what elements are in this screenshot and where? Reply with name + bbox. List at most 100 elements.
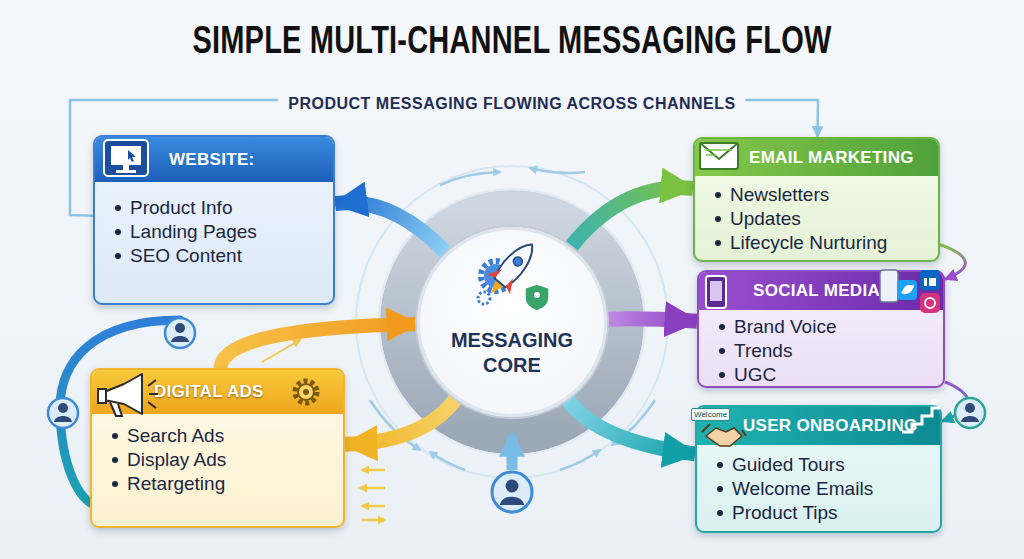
bullet-dot xyxy=(719,372,725,378)
channel-card: WEBSITE: Product InfoLanding PagesSEO Con… xyxy=(93,135,335,305)
bullet-text: Product Info xyxy=(130,197,232,219)
bullet-dot xyxy=(719,348,725,354)
rocket-icon xyxy=(478,235,549,311)
bullet-item: Welcome Emails xyxy=(717,477,940,501)
flow-arrow xyxy=(507,436,518,470)
flow-connector xyxy=(607,319,697,321)
bullet-dot xyxy=(115,205,121,211)
flow-arrow xyxy=(362,519,385,522)
monitor-icon xyxy=(104,140,148,176)
flow-connector xyxy=(221,324,418,368)
user-icon xyxy=(165,318,195,348)
bullet-text: Product Tips xyxy=(732,502,838,524)
bullet-text: Newsletters xyxy=(730,184,829,206)
bullet-dot xyxy=(112,433,118,439)
bullet-item: Landing Pages xyxy=(115,220,333,244)
bullet-text: Landing Pages xyxy=(130,221,257,243)
card-title: DIGITAL ADS xyxy=(154,382,264,402)
flow-connector xyxy=(571,188,693,247)
bullet-item: SEO Content xyxy=(115,244,333,268)
bullet-text: Brand Voice xyxy=(734,316,836,338)
channel-card: DIGITAL ADS Search AdsDisplay AdsRetarget… xyxy=(90,368,345,528)
bullet-text: Display Ads xyxy=(127,449,226,471)
bullet-dot xyxy=(715,240,721,246)
bullet-dot xyxy=(112,457,118,463)
bullet-text: Retargeting xyxy=(127,473,225,495)
bullet-text: Trends xyxy=(734,340,792,362)
card-title: USER ONBOARDING xyxy=(743,416,918,436)
bullet-text: Search Ads xyxy=(127,425,224,447)
channel-card: EMAIL MARKETING NewslettersUpdatesLifecyc… xyxy=(693,137,940,262)
connector-label: PRODUCT MESSAGING FLOWING ACROSS CHANNEL… xyxy=(278,95,745,113)
card-title: WEBSITE: xyxy=(169,150,255,170)
diagram-title: SIMPLE MULTI-CHANNEL MESSAGING FLOW xyxy=(0,18,1024,63)
flow-arrow xyxy=(362,469,385,472)
card-header: USER ONBOARDING xyxy=(697,407,940,445)
bullet-item: Trends xyxy=(719,339,943,363)
user-icon xyxy=(492,472,532,512)
bullet-item: Guided Tours xyxy=(717,453,940,477)
card-body: Search AdsDisplay AdsRetargeting xyxy=(92,414,343,496)
flow-connector xyxy=(345,399,456,445)
bullet-dot xyxy=(115,229,121,235)
gear-icon xyxy=(295,381,317,403)
bullet-dot xyxy=(717,462,723,468)
card-header: EMAIL MARKETING xyxy=(695,139,938,176)
flow-connector xyxy=(335,203,446,253)
card-title: SOCIAL MEDIA xyxy=(753,281,880,301)
phone-icon xyxy=(706,276,726,308)
social-logos xyxy=(880,270,940,313)
bullet-text: UGC xyxy=(734,364,776,386)
orbit-arrow xyxy=(560,450,600,470)
bullet-text: Guided Tours xyxy=(732,454,845,476)
bullet-item: Product Tips xyxy=(717,501,940,525)
megaphone-icon xyxy=(98,374,158,416)
user-icon xyxy=(955,398,985,428)
orbit-arrow xyxy=(530,168,585,173)
channel-card: SOCIAL MEDIA Brand VoiceTrendsUGC xyxy=(697,270,945,388)
envelope-icon xyxy=(700,143,738,169)
bullet-text: Updates xyxy=(730,208,801,230)
card-body: Product InfoLanding PagesSEO Content xyxy=(95,182,333,268)
core-circle: MESSAGING CORE xyxy=(417,227,607,417)
bullet-dot xyxy=(717,510,723,516)
card-header: WEBSITE: xyxy=(95,137,333,182)
card-title: EMAIL MARKETING xyxy=(749,148,914,168)
bullet-dot xyxy=(112,481,118,487)
bullet-dot xyxy=(719,324,725,330)
card-header: DIGITAL ADS xyxy=(92,370,343,414)
flow-connector xyxy=(942,382,968,421)
bullet-text: SEO Content xyxy=(130,245,242,267)
orbit-arrow xyxy=(430,452,465,470)
bullet-item: Product Info xyxy=(115,196,333,220)
user-icon xyxy=(48,398,78,428)
card-body: Brand VoiceTrendsUGC xyxy=(699,310,943,387)
bullet-item: Newsletters xyxy=(715,183,938,207)
bullet-dot xyxy=(715,216,721,222)
bullet-dot xyxy=(115,253,121,259)
bullet-item: Search Ads xyxy=(112,424,343,448)
stairs-icon xyxy=(902,399,940,432)
sign-label: Welcome xyxy=(691,408,730,421)
bullet-item: Updates xyxy=(715,207,938,231)
bullet-item: Brand Voice xyxy=(719,315,943,339)
bullet-item: Retargeting xyxy=(112,472,343,496)
flow-arrow xyxy=(362,505,385,508)
card-header: SOCIAL MEDIA xyxy=(699,272,943,310)
bullet-item: Lifecycle Nurturing xyxy=(715,231,938,255)
bullet-text: Welcome Emails xyxy=(732,478,873,500)
flow-arrow xyxy=(360,487,385,490)
bullet-dot xyxy=(715,192,721,198)
handshake-icon xyxy=(702,424,746,446)
flow-connector xyxy=(567,399,695,454)
bullet-text: Lifecycle Nurturing xyxy=(730,232,887,254)
bullet-item: UGC xyxy=(719,363,943,387)
bullet-item: Display Ads xyxy=(112,448,343,472)
orbit-arrow xyxy=(440,172,500,185)
core-label: MESSAGING CORE xyxy=(442,328,582,378)
bullet-dot xyxy=(717,486,723,492)
channel-card: USER ONBOARDING Guided ToursWelcome Email… xyxy=(695,405,942,533)
